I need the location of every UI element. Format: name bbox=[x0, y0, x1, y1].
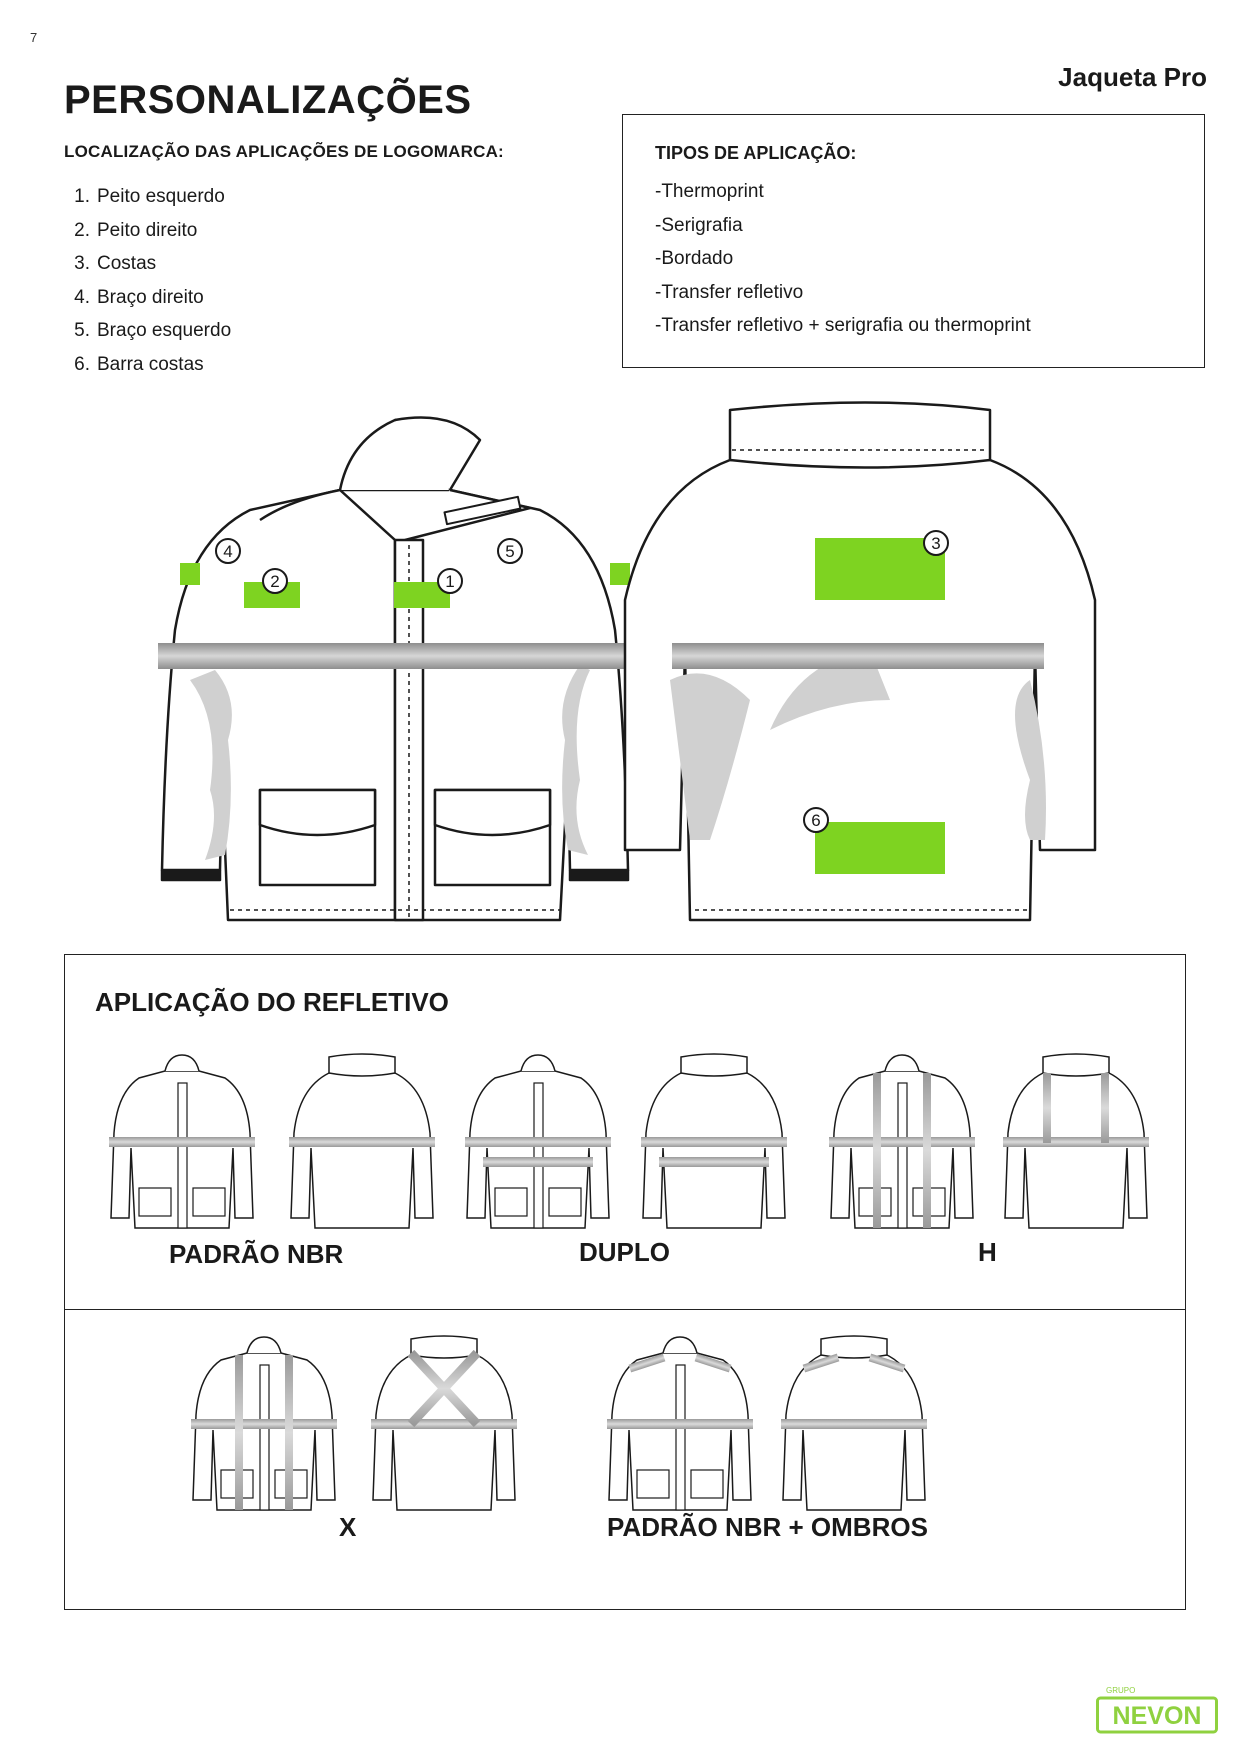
svg-text:3: 3 bbox=[931, 534, 940, 553]
svg-text:2: 2 bbox=[270, 572, 279, 591]
jacket-mini-nbr-ombros-front bbox=[607, 1336, 753, 1511]
reflective-band-front bbox=[158, 643, 632, 669]
style-label-h: H bbox=[978, 1237, 997, 1267]
list-item: -Thermoprint bbox=[655, 181, 764, 202]
list-item: -Transfer refletivo bbox=[655, 281, 804, 303]
nevon-logo: GRUPO NEVON bbox=[1096, 1686, 1218, 1734]
jacket-mini-h-back bbox=[1003, 1053, 1149, 1229]
product-name: Jaqueta Pro bbox=[1058, 62, 1207, 92]
jacket-mini-nbr-front bbox=[109, 1054, 255, 1229]
application-types-list: -Thermoprint -Serigrafia -Bordado -Trans… bbox=[655, 175, 1031, 343]
logo-area-back-hem bbox=[815, 822, 945, 874]
list-item: 6.Barra costas bbox=[74, 353, 204, 375]
section-divider bbox=[65, 1309, 1185, 1310]
logo-area-right-arm bbox=[180, 563, 200, 585]
list-item: 5.Braço esquerdo bbox=[74, 320, 232, 341]
page-title: PERSONALIZAÇÕES bbox=[64, 78, 472, 122]
list-item: 2.Peito direito bbox=[74, 219, 198, 241]
jacket-mini-x-back bbox=[371, 1335, 517, 1511]
jacket-mini-nbr-back bbox=[289, 1053, 435, 1229]
location-list: 1.Peito esquerdo 2.Peito direito 3.Costa… bbox=[64, 180, 231, 381]
reflective-band-back bbox=[672, 643, 1044, 669]
jacket-mini-duplo-back bbox=[641, 1053, 787, 1229]
svg-text:5: 5 bbox=[505, 542, 514, 561]
style-label-x: X bbox=[339, 1512, 357, 1542]
jacket-mini-nbr-ombros-back bbox=[781, 1335, 927, 1511]
marker-4: 4 bbox=[215, 538, 241, 564]
application-types-heading: TIPOS DE APLICAÇÃO: bbox=[655, 143, 857, 163]
style-label-duplo: DUPLO bbox=[579, 1237, 670, 1267]
marker-2: 2 bbox=[262, 568, 288, 594]
svg-text:GRUPO: GRUPO bbox=[1106, 1686, 1135, 1695]
application-types-box: TIPOS DE APLICAÇÃO: -Thermoprint -Serigr… bbox=[622, 114, 1205, 368]
svg-text:4: 4 bbox=[223, 542, 232, 561]
logo-area-back bbox=[815, 538, 945, 600]
style-label-nbr-ombros: PADRÃO NBR + OMBROS bbox=[607, 1512, 928, 1542]
list-item: 1.Peito esquerdo bbox=[74, 186, 225, 207]
reflective-application-box: APLICAÇÃO DO REFLETIVO bbox=[64, 954, 1186, 1610]
logo-area-left-arm bbox=[610, 563, 630, 585]
marker-3: 3 bbox=[923, 530, 949, 556]
jacket-mini-h-front bbox=[829, 1054, 975, 1229]
reflective-section-title: APLICAÇÃO DO REFLETIVO bbox=[95, 987, 449, 1017]
svg-text:NEVON: NEVON bbox=[1113, 1702, 1202, 1730]
reflective-styles-row-1 bbox=[109, 1053, 1149, 1229]
jacket-mini-x-front bbox=[191, 1336, 337, 1511]
svg-text:1: 1 bbox=[445, 572, 454, 591]
list-item: 3.Costas bbox=[74, 253, 157, 274]
list-item: -Bordado bbox=[655, 248, 734, 269]
location-heading: LOCALIZAÇÃO DAS APLICAÇÕES DE LOGOMARCA: bbox=[64, 142, 504, 161]
list-item: -Serigrafia bbox=[655, 214, 743, 236]
page-number: 7 bbox=[30, 30, 38, 45]
marker-6: 6 bbox=[803, 807, 829, 833]
marker-5: 5 bbox=[497, 538, 523, 564]
jacket-illustration-main: 1 2 3 4 5 6 bbox=[158, 401, 1097, 922]
svg-text:6: 6 bbox=[811, 811, 820, 830]
jacket-back-view bbox=[623, 401, 1097, 922]
marker-1: 1 bbox=[437, 568, 463, 594]
list-item: 4.Braço direito bbox=[74, 286, 204, 308]
reflective-styles-row-2 bbox=[191, 1335, 927, 1511]
jacket-mini-duplo-front bbox=[465, 1054, 611, 1229]
list-item: -Transfer refletivo + serigrafia ou ther… bbox=[655, 315, 1031, 336]
style-label-nbr: PADRÃO NBR bbox=[169, 1239, 344, 1269]
